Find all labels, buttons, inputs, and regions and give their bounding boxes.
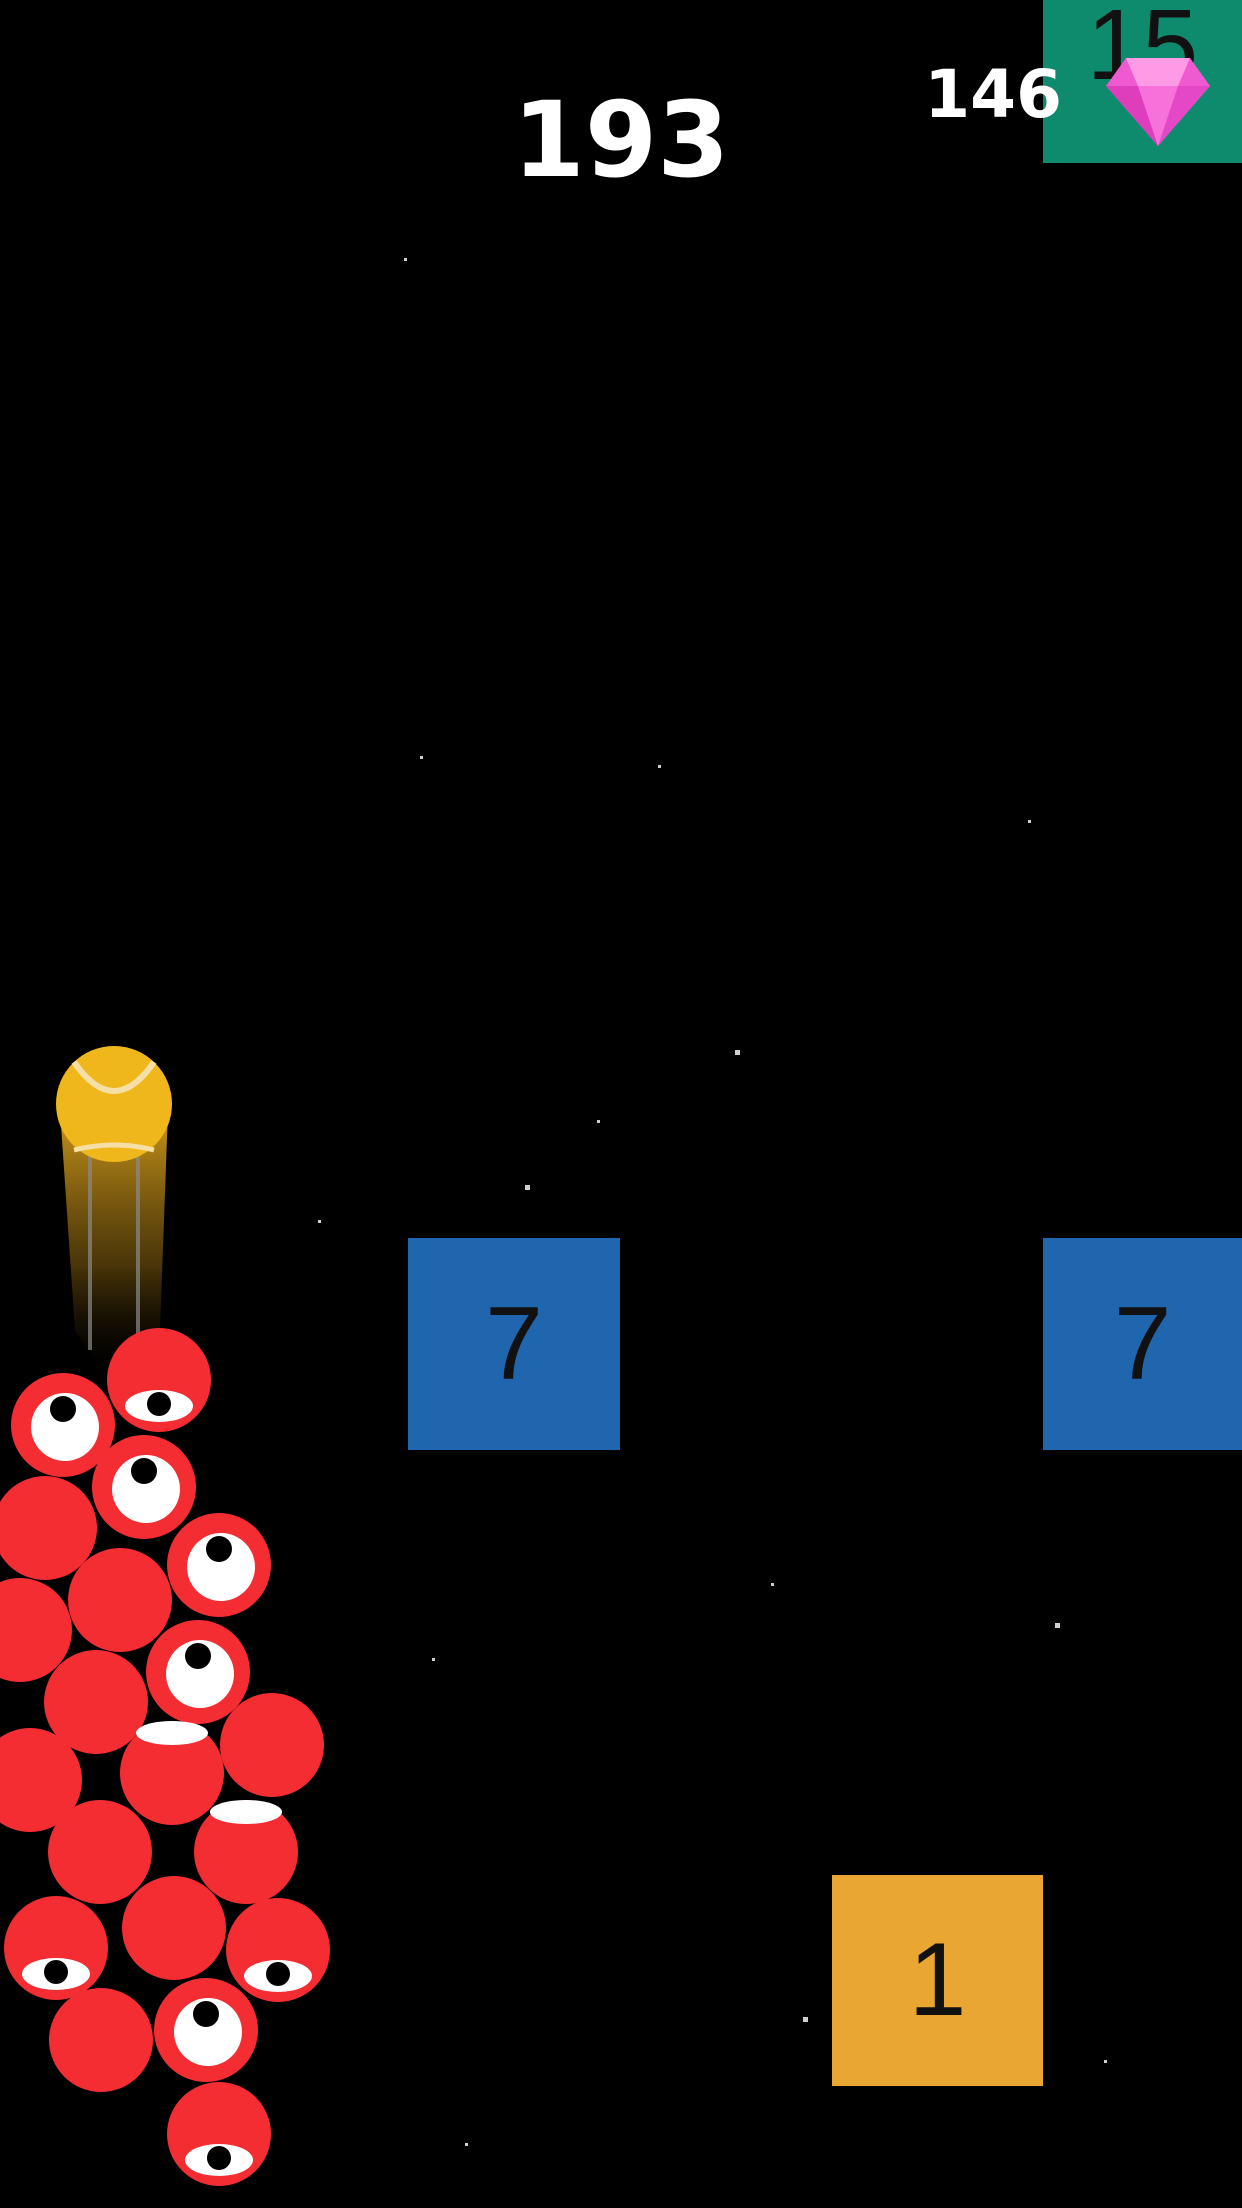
red-eye-ball-icon bbox=[146, 1620, 250, 1724]
red-eye-ball-icon bbox=[11, 1373, 115, 1477]
ball-body bbox=[220, 1693, 324, 1797]
ball-body bbox=[44, 1650, 148, 1754]
eye-pupil bbox=[50, 1396, 76, 1422]
block-bottom: 1 bbox=[832, 1875, 1043, 2086]
eye-pupil bbox=[147, 1392, 171, 1416]
eye-white bbox=[136, 1721, 208, 1745]
red-eye-ball-icon bbox=[167, 1513, 271, 1617]
ball-body bbox=[120, 1721, 224, 1825]
star bbox=[525, 1185, 530, 1190]
red-eye-ball-icon bbox=[48, 1800, 152, 1904]
star bbox=[404, 258, 407, 261]
gem-counter: 146 bbox=[924, 56, 1062, 133]
ball-body bbox=[48, 1800, 152, 1904]
star bbox=[318, 1220, 321, 1223]
red-eye-ball-icon bbox=[0, 1578, 72, 1682]
ball-body bbox=[68, 1548, 172, 1652]
eye-white bbox=[112, 1455, 180, 1523]
ball-body bbox=[0, 1578, 72, 1682]
block-value: 7 bbox=[485, 1285, 543, 1402]
eye-pupil bbox=[131, 1458, 157, 1484]
star bbox=[420, 756, 423, 759]
red-eye-ball-icon bbox=[122, 1876, 226, 1980]
red-eye-ball-icon bbox=[4, 1896, 108, 2000]
red-eye-ball-icon bbox=[194, 1800, 298, 1904]
eye-pupil bbox=[193, 2001, 219, 2027]
red-eye-ball-icon bbox=[92, 1435, 196, 1539]
eye-pupil bbox=[206, 1536, 232, 1562]
eye-pupil bbox=[207, 2146, 231, 2170]
ball-body bbox=[0, 1728, 82, 1832]
star bbox=[1055, 1623, 1060, 1628]
star bbox=[465, 2143, 468, 2146]
star bbox=[803, 2017, 808, 2022]
red-eye-ball-icon bbox=[68, 1548, 172, 1652]
eye-pupil bbox=[44, 1960, 68, 1984]
eye-white bbox=[187, 1533, 255, 1601]
red-eye-ball-icon bbox=[167, 2082, 271, 2186]
block-middle-left: 7 bbox=[408, 1238, 620, 1450]
red-eye-ball-icon bbox=[120, 1721, 224, 1825]
pink-gem-icon bbox=[1106, 58, 1210, 146]
block-middle-right: 7 bbox=[1043, 1238, 1242, 1450]
score-counter: 193 bbox=[512, 79, 730, 201]
star bbox=[658, 765, 661, 768]
red-eye-ball-icon bbox=[226, 1898, 330, 2002]
eye-white bbox=[174, 1998, 242, 2066]
star bbox=[1104, 2060, 1107, 2063]
star bbox=[597, 1120, 600, 1123]
red-eye-ball-icon bbox=[0, 1728, 82, 1832]
ball-body bbox=[122, 1876, 226, 1980]
red-eye-ball-icon bbox=[49, 1988, 153, 2092]
star bbox=[735, 1050, 740, 1055]
ball-trail bbox=[60, 1110, 168, 1365]
ball-body bbox=[194, 1800, 298, 1904]
tennis-ball-icon[interactable] bbox=[56, 1046, 172, 1162]
red-eye-ball-icon bbox=[220, 1693, 324, 1797]
block-value: 1 bbox=[908, 1922, 967, 2038]
star bbox=[1028, 820, 1031, 823]
eye-white bbox=[166, 1640, 234, 1708]
eye-pupil bbox=[185, 1643, 211, 1669]
red-eye-ball-icon bbox=[44, 1650, 148, 1754]
block-value: 7 bbox=[1113, 1285, 1172, 1402]
ball-body bbox=[49, 1988, 153, 2092]
star bbox=[432, 1658, 435, 1661]
red-eye-ball-icon bbox=[154, 1978, 258, 2082]
ball-body bbox=[0, 1476, 97, 1580]
eye-pupil bbox=[266, 1962, 290, 1986]
red-eye-ball-icon bbox=[107, 1328, 211, 1432]
eye-white bbox=[31, 1393, 99, 1461]
eye-white bbox=[210, 1800, 282, 1824]
star bbox=[771, 1583, 774, 1586]
red-eye-ball-icon bbox=[0, 1476, 97, 1580]
